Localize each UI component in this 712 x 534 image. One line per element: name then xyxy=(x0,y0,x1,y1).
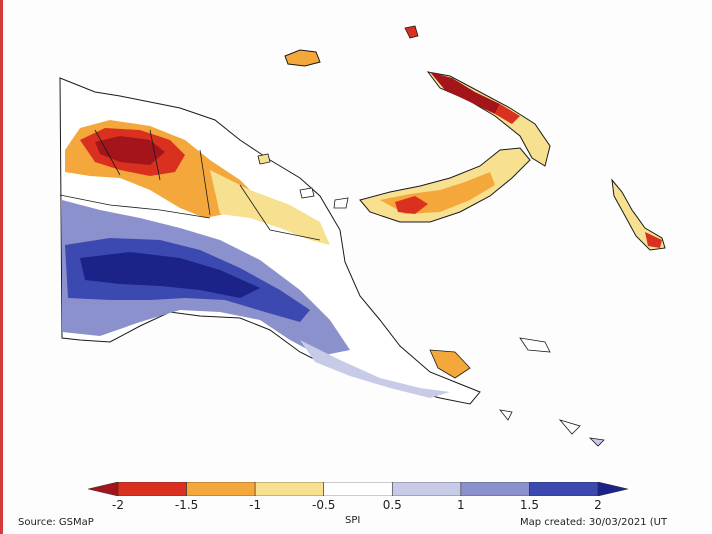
colorbar-segment xyxy=(460,482,530,496)
colorbar-segment xyxy=(88,482,119,496)
colorbar-tick-label: -1 xyxy=(249,498,262,512)
extreme-dry-core xyxy=(95,136,165,165)
colorbar-segment xyxy=(323,482,393,496)
colorbar-tick-label: 0.5 xyxy=(382,498,402,512)
small-islands xyxy=(257,25,605,447)
colorbar-ticks: -2 -1.5 -1 -0.5 0.5 1 1.5 2 xyxy=(88,498,628,514)
colorbar-axis-label: SPI xyxy=(345,515,361,526)
colorbar-segment xyxy=(186,482,256,496)
slightly-dry-zone xyxy=(210,170,330,245)
province-borders xyxy=(59,129,321,241)
bougainville xyxy=(611,178,666,251)
colorbar-tick-label: -0.5 xyxy=(311,498,336,512)
colorbar-tick-label: -2 xyxy=(112,498,124,512)
mainland xyxy=(59,77,481,405)
bougainville-outline xyxy=(611,178,666,251)
manus-outline xyxy=(284,49,321,67)
new-ireland-dry xyxy=(495,104,520,124)
new-britain xyxy=(359,147,531,223)
new-britain-very-dry xyxy=(395,196,428,214)
map-created-date: Map created: 30/03/2021 (UT xyxy=(520,517,668,528)
colorbar-segment xyxy=(254,482,325,496)
colorbar-segment xyxy=(597,482,628,496)
colorbar-segment xyxy=(391,482,462,496)
colorbar-segment xyxy=(117,482,187,496)
extreme-wet-core xyxy=(80,252,260,298)
manus-island xyxy=(284,49,321,67)
new-britain-outline xyxy=(359,147,531,223)
slightly-wet-southeast xyxy=(300,340,450,398)
colorbar-tick-label: -1.5 xyxy=(174,498,199,512)
colorbar-tick-label: 1 xyxy=(457,498,465,512)
colorbar-tick-label: 2 xyxy=(594,498,602,512)
bougainville-very-dry xyxy=(645,232,662,248)
new-ireland-very-dry xyxy=(430,72,500,114)
new-ireland xyxy=(426,71,551,167)
source-credit: Source: GSMaP xyxy=(18,517,94,528)
colorbar-tick-label: 1.5 xyxy=(519,498,539,512)
colorbar-segment xyxy=(529,482,599,496)
frame-left-border xyxy=(0,0,3,534)
spi-colorbar xyxy=(88,482,628,496)
